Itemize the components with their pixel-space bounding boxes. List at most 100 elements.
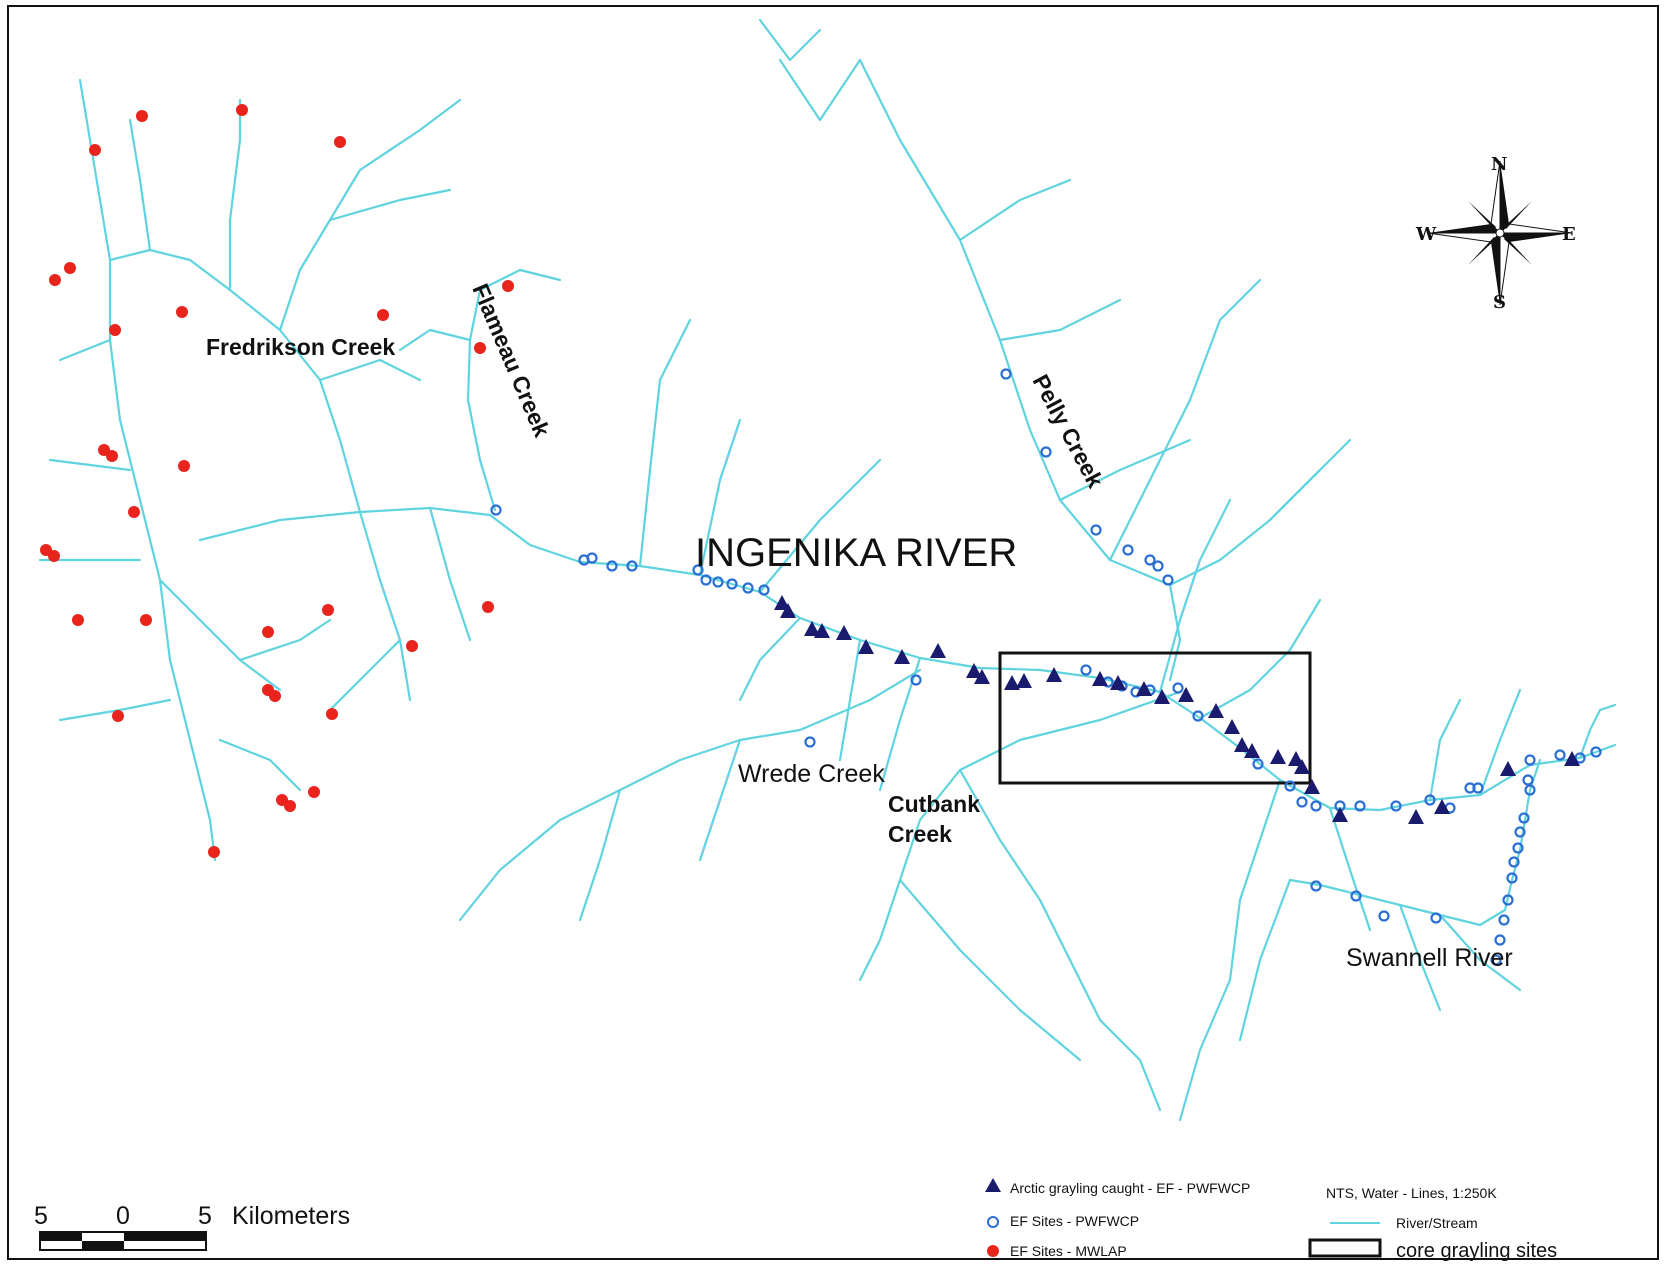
compass-s: S — [1493, 292, 1506, 313]
pwfwcp-site — [490, 504, 502, 516]
mwlap-site — [406, 640, 418, 652]
mwlap-site — [474, 342, 486, 354]
pwfwcp-site — [1378, 910, 1390, 922]
grayling-site — [1208, 703, 1224, 718]
label-wrede: Wrede Creek — [738, 760, 885, 788]
grayling-site — [1332, 807, 1348, 822]
pwfwcp-site — [626, 560, 638, 572]
grayling-site — [1564, 751, 1580, 766]
grayling-site — [1016, 673, 1032, 688]
pwfwcp-site — [1354, 800, 1366, 812]
pwfwcp-site — [1296, 796, 1308, 808]
pwfwcp-site — [1162, 574, 1174, 586]
pwfwcp-site — [1090, 524, 1102, 536]
pwfwcp-site — [1192, 710, 1204, 722]
mwlap-site — [109, 324, 121, 336]
pwfwcp-site — [1424, 794, 1436, 806]
grayling-site — [804, 621, 820, 636]
legend-core: core grayling sites — [1396, 1240, 1557, 1262]
grayling-site — [1110, 675, 1126, 690]
pwfwcp-site — [1494, 934, 1506, 946]
grayling-site — [1136, 681, 1152, 696]
legend: Arctic grayling caught - EF - PWFWCP EF … — [985, 1178, 1557, 1262]
pwfwcp-site — [1040, 446, 1052, 458]
pwfwcp-site — [1284, 780, 1296, 792]
mwlap-site — [140, 614, 152, 626]
grayling-site — [1294, 759, 1310, 774]
pwfwcp-site — [1310, 880, 1322, 892]
mwlap-site — [284, 800, 296, 812]
pwfwcp-site — [1144, 554, 1156, 566]
pwfwcp-site — [1554, 749, 1566, 761]
grayling-site — [1408, 809, 1424, 824]
pwfwcp-sites — [490, 368, 1602, 966]
grayling-site — [894, 649, 910, 664]
mwlap-site — [377, 309, 389, 321]
mwlap-site — [482, 601, 494, 613]
mwlap-site — [72, 614, 84, 626]
scale-bar — [39, 1231, 207, 1251]
grayling-site — [1224, 719, 1240, 734]
scale-left: 5 — [34, 1202, 48, 1230]
grayling-site — [858, 639, 874, 654]
scale-mid: 0 — [116, 1202, 130, 1230]
pwfwcp-site — [606, 560, 618, 572]
grayling-site — [974, 669, 990, 684]
grayling-site — [836, 625, 852, 640]
pwfwcp-site — [1152, 560, 1164, 572]
mwlap-site — [262, 626, 274, 638]
legend-river: River/Stream — [1396, 1215, 1478, 1231]
pwfwcp-site — [1506, 872, 1518, 884]
grayling-site — [1434, 799, 1450, 814]
mwlap-site — [112, 710, 124, 722]
pwfwcp-site — [586, 552, 598, 564]
mwlap-site — [308, 786, 320, 798]
legend-grayling-symbol — [985, 1178, 1001, 1192]
grayling-site — [1178, 687, 1194, 702]
pwfwcp-site — [1390, 800, 1402, 812]
wrede-creek-line — [458, 668, 922, 922]
pwfwcp-site — [1522, 774, 1534, 786]
label-cutbank-1: Cutbank — [888, 791, 980, 817]
mwlap-site — [326, 708, 338, 720]
label-swannell: Swannell River — [1346, 944, 1513, 972]
pwfwcp-site — [1252, 758, 1264, 770]
map-frame — [7, 5, 1659, 1260]
cutbank-creek-line — [858, 690, 1182, 982]
pwfwcp-site — [742, 582, 754, 594]
pwfwcp-site — [1524, 754, 1536, 766]
pwfwcp-site — [1472, 782, 1484, 794]
grayling-site — [1234, 737, 1250, 752]
grayling-site — [966, 663, 982, 678]
mwlap-site — [334, 136, 346, 148]
legend-core-symbol — [1308, 1238, 1382, 1258]
mwlap-site — [269, 690, 281, 702]
grayling-site — [774, 595, 790, 610]
label-fredrikson: Fredrikson Creek — [206, 334, 395, 360]
label-ingenika: INGENIKA RIVER — [695, 531, 1017, 575]
mwlap-site — [48, 550, 60, 562]
scale-unit: Kilometers — [232, 1202, 350, 1230]
pwfwcp-site — [1080, 664, 1092, 676]
pwfwcp-site — [692, 564, 704, 576]
pwfwcp-site — [804, 736, 816, 748]
mwlap-sites — [40, 104, 514, 858]
compass-n: N — [1491, 154, 1507, 175]
mwlap-site — [49, 274, 61, 286]
grayling-site — [1004, 675, 1020, 690]
core-grayling-box — [998, 651, 1312, 785]
pwfwcp-site — [1310, 800, 1322, 812]
river-network — [38, 18, 1617, 1122]
mwlap-site — [502, 280, 514, 292]
pwfwcp-site — [1512, 842, 1524, 854]
pwfwcp-site — [1430, 912, 1442, 924]
pwfwcp-site — [1122, 544, 1134, 556]
pwfwcp-site — [1508, 856, 1520, 868]
pwfwcp-site — [1490, 954, 1502, 966]
pwfwcp-site — [712, 576, 724, 588]
grayling-site — [1270, 749, 1286, 764]
pwfwcp-site — [1524, 784, 1536, 796]
mwlap-site — [136, 110, 148, 122]
label-cutbank-2: Creek — [888, 821, 952, 847]
